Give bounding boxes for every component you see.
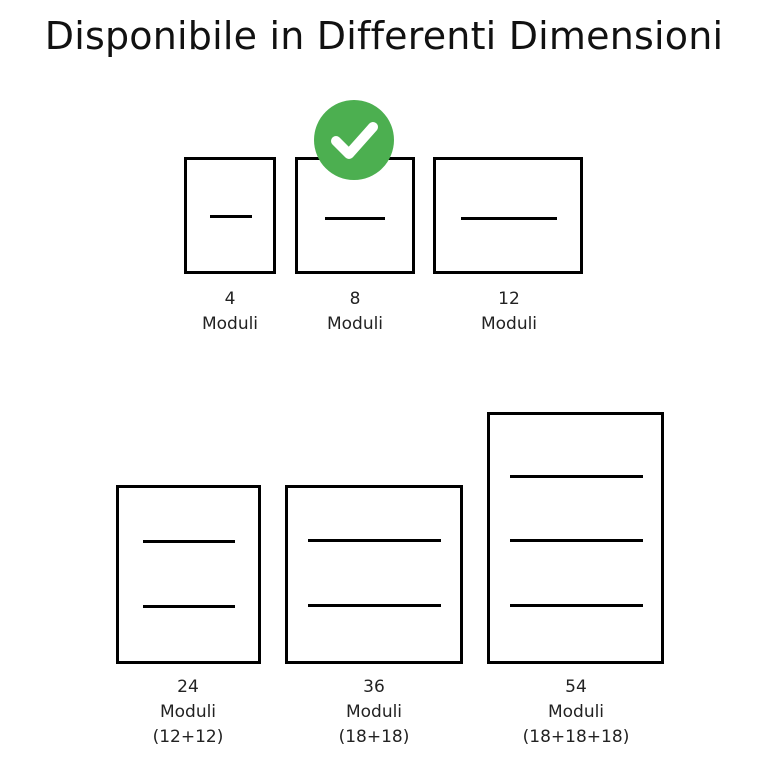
option-number: 8 [349,289,361,309]
module-row-line [510,475,643,478]
option-unit: Moduli [547,702,605,722]
module-row-line [143,540,235,543]
option-number: 12 [498,289,520,309]
option-number: 36 [363,677,385,697]
caption-54-moduli: 54 Moduli (18+18+18) [511,675,641,750]
selected-check-icon [314,100,394,180]
option-unit: Moduli [201,314,259,334]
caption-24-moduli: 24 Moduli (12+12) [128,675,248,750]
option-composition: (18+18) [338,727,410,747]
module-row-line [510,604,643,607]
module-row-line [210,215,252,218]
option-unit: Moduli [159,702,217,722]
enclosure-54-moduli[interactable] [487,412,664,664]
option-unit: Moduli [480,314,538,334]
option-composition: (12+12) [152,727,224,747]
caption-8-moduli: 8 Moduli [305,287,405,337]
enclosure-24-moduli[interactable] [116,485,261,664]
module-row-line [461,217,557,220]
module-row-line [308,539,441,542]
module-row-line [510,539,643,542]
module-row-line [325,217,385,220]
caption-12-moduli: 12 Moduli [459,287,559,337]
caption-36-moduli: 36 Moduli (18+18) [314,675,434,750]
caption-4-moduli: 4 Moduli [180,287,280,337]
option-number: 4 [224,289,236,309]
option-number: 24 [177,677,199,697]
module-row-line [308,604,441,607]
option-unit: Moduli [345,702,403,722]
enclosure-4-moduli[interactable] [184,157,276,274]
module-row-line [143,605,235,608]
page-title: Disponibile in Differenti Dimensioni [44,14,724,58]
option-composition: (18+18+18) [522,727,630,747]
option-unit: Moduli [326,314,384,334]
enclosure-12-moduli[interactable] [433,157,583,274]
option-number: 54 [565,677,587,697]
enclosure-36-moduli[interactable] [285,485,463,664]
